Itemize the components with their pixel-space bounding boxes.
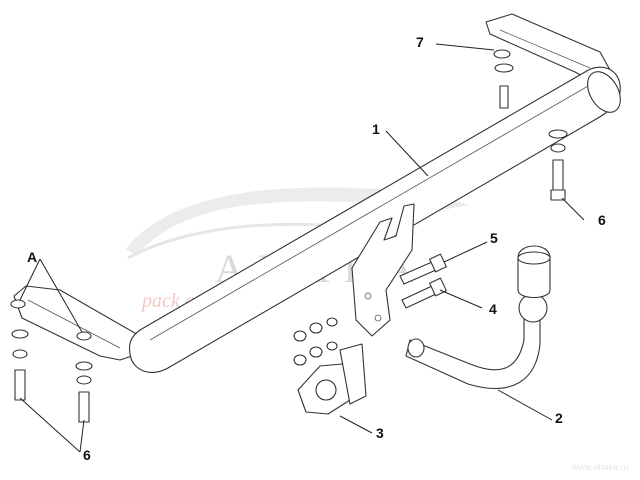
leader-3 <box>339 415 373 434</box>
label-part-2: 2 <box>555 410 563 426</box>
leader-lines <box>19 43 585 453</box>
socket-plate-flange <box>339 343 367 405</box>
label-a: A <box>27 249 37 265</box>
leader-7 <box>435 43 495 51</box>
leader-5 <box>443 241 488 263</box>
nut-left-a <box>10 299 26 309</box>
leader-1 <box>385 130 429 177</box>
leader-6-left-1 <box>19 397 81 453</box>
right-fasteners <box>493 49 568 201</box>
label-part-1: 1 <box>372 121 380 137</box>
callout-labels: 1 2 3 4 5 6 6 7 A <box>27 34 606 463</box>
label-part-3: 3 <box>376 425 384 441</box>
bolt-left-a <box>14 369 26 401</box>
label-part-6-left: 6 <box>83 447 91 463</box>
leader-6-right <box>561 197 585 221</box>
leader-6-left-2 <box>79 419 85 453</box>
label-part-6-right: 6 <box>598 212 606 228</box>
tow-ball <box>518 293 548 323</box>
bolt-top <box>499 85 509 109</box>
crossbeam-tube <box>13 13 621 373</box>
left-fasteners <box>10 299 93 423</box>
main-tube <box>128 66 621 373</box>
center-bracket <box>351 203 415 337</box>
leader-a-2 <box>39 258 83 333</box>
tube-end-cap <box>587 71 621 113</box>
leader-4 <box>439 289 483 309</box>
tow-ball-neck <box>405 317 541 389</box>
tow-ball-assembly <box>405 245 551 389</box>
nut-right <box>550 143 566 153</box>
watermark-corner: www.ahaka.ru <box>571 462 629 472</box>
label-part-7: 7 <box>416 34 424 50</box>
socket-plate <box>297 343 367 415</box>
nut-washer-set <box>293 317 338 366</box>
label-part-4: 4 <box>489 301 497 317</box>
washer-right <box>548 129 568 139</box>
leader-a-1 <box>19 258 41 301</box>
bolt-left-b <box>78 391 90 423</box>
label-part-5: 5 <box>490 230 498 246</box>
washer-left-a <box>11 329 29 339</box>
nut-left-b <box>76 331 92 341</box>
leader-2 <box>497 389 553 421</box>
watermark-swoosh <box>127 222 321 260</box>
washer-top-2 <box>494 63 514 73</box>
washer-left-b <box>75 361 93 371</box>
washer-top <box>493 49 511 59</box>
